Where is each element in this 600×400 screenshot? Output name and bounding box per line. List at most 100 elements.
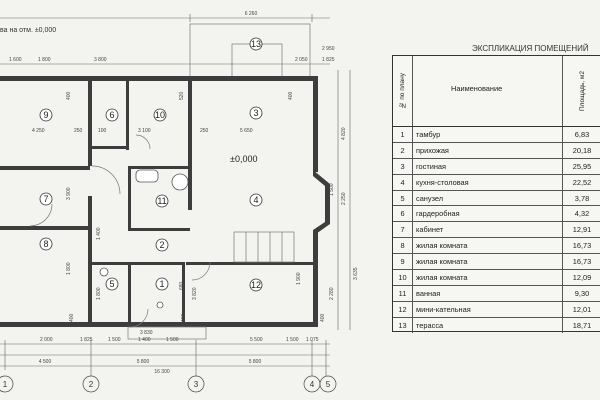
level-mark: ±0,000 xyxy=(230,154,257,164)
row-num: 11 xyxy=(393,285,413,301)
svg-text:3 820: 3 820 xyxy=(192,287,198,300)
svg-text:4: 4 xyxy=(310,380,315,389)
axis-2: 2 xyxy=(82,375,100,393)
header-area-cell: Площадь, м2 xyxy=(563,56,600,126)
svg-text:1 825: 1 825 xyxy=(322,57,335,63)
svg-text:2 250: 2 250 xyxy=(341,192,347,205)
row-area: 25,95 xyxy=(572,161,592,171)
stair-hatch xyxy=(233,231,295,263)
row-area: 16,73 xyxy=(572,241,592,251)
svg-text:1: 1 xyxy=(159,279,164,289)
row-name: кабинет xyxy=(413,222,563,238)
room-4-label: 4 xyxy=(249,193,263,207)
row-area: 12,01 xyxy=(572,304,592,314)
svg-text:11: 11 xyxy=(157,196,166,206)
svg-text:1 075: 1 075 xyxy=(306,337,319,343)
room-2-label: 2 xyxy=(155,238,169,252)
svg-text:4 250: 4 250 xyxy=(32,128,45,134)
row-area: 20,18 xyxy=(572,145,592,155)
row-name: гардеробная xyxy=(413,206,563,222)
row-num: 13 xyxy=(393,317,413,333)
svg-text:6 260: 6 260 xyxy=(245,11,258,17)
svg-text:4 500: 4 500 xyxy=(39,359,52,365)
svg-text:5 800: 5 800 xyxy=(249,359,262,365)
row-area: 6,83 xyxy=(574,129,590,139)
svg-text:2 950: 2 950 xyxy=(322,46,335,52)
svg-text:400: 400 xyxy=(288,91,294,100)
svg-text:1 600: 1 600 xyxy=(9,57,22,63)
row-num: 4 xyxy=(393,174,413,190)
svg-text:3 635: 3 635 xyxy=(353,267,359,280)
svg-text:3: 3 xyxy=(253,108,258,118)
axis-3: 3 xyxy=(187,375,205,393)
svg-text:4: 4 xyxy=(253,195,258,205)
bath-fixtures xyxy=(99,169,189,309)
interior-walls xyxy=(0,80,314,326)
svg-text:2 280: 2 280 xyxy=(329,287,335,300)
row-num: 5 xyxy=(393,190,413,206)
door-swings xyxy=(29,134,211,328)
terrace-outline xyxy=(189,23,311,79)
schedule-title: ЭКСПЛИКАЦИЯ ПОМЕЩЕНИЙ xyxy=(472,44,589,53)
svg-text:5: 5 xyxy=(109,279,114,289)
row-name: гостиная xyxy=(413,158,563,174)
row-name: жилая комната xyxy=(413,270,563,285)
row-area: 4,32 xyxy=(574,209,590,219)
row-name: терасса xyxy=(413,317,563,333)
svg-text:3: 3 xyxy=(194,380,199,389)
row-num: 2 xyxy=(393,142,413,158)
svg-text:250: 250 xyxy=(74,128,83,134)
svg-text:16 300: 16 300 xyxy=(154,369,170,375)
svg-text:1 500: 1 500 xyxy=(108,337,121,343)
room-12-label: 12 xyxy=(249,278,263,292)
row-num: 6 xyxy=(393,206,413,222)
svg-text:3 900: 3 900 xyxy=(66,187,72,200)
axis-markers: 1 2 3 4 5 xyxy=(0,375,337,393)
svg-text:5 650: 5 650 xyxy=(240,128,253,134)
row-area: 12,09 xyxy=(572,272,592,282)
svg-text:2 050: 2 050 xyxy=(295,57,308,63)
row-name: ванная xyxy=(413,285,563,301)
room-9-label: 9 xyxy=(39,108,53,122)
row-area: 16,73 xyxy=(572,257,592,267)
svg-text:13: 13 xyxy=(251,39,261,49)
svg-text:8: 8 xyxy=(43,239,48,249)
room-13-label: 13 xyxy=(249,37,263,51)
row-area: 12,91 xyxy=(572,225,592,235)
svg-text:3 800: 3 800 xyxy=(94,57,107,63)
svg-text:5 500: 5 500 xyxy=(250,337,263,343)
svg-text:1 500: 1 500 xyxy=(329,183,335,196)
svg-text:12: 12 xyxy=(251,280,261,290)
exterior-walls xyxy=(0,76,330,327)
svg-text:100: 100 xyxy=(98,128,107,134)
schedule-header-row: № по плану Наименование Площадь, м2 xyxy=(393,56,600,127)
svg-text:7: 7 xyxy=(43,194,48,204)
row-num: 12 xyxy=(393,301,413,317)
header-area: Площадь, м2 xyxy=(578,71,586,111)
svg-text:400: 400 xyxy=(69,313,75,322)
svg-text:1 900: 1 900 xyxy=(296,272,302,285)
svg-text:1 500: 1 500 xyxy=(286,337,299,343)
svg-text:1 400: 1 400 xyxy=(138,337,151,343)
row-name: жилая комната xyxy=(413,238,563,254)
room-8-label: 8 xyxy=(39,237,53,251)
svg-text:1 400: 1 400 xyxy=(96,227,102,240)
row-name: жилая комната xyxy=(413,254,563,270)
svg-text:1 800: 1 800 xyxy=(38,57,51,63)
svg-text:1 800: 1 800 xyxy=(66,262,72,275)
svg-text:5: 5 xyxy=(326,380,331,389)
row-name: мини-кательная xyxy=(413,301,563,317)
row-area: 22,52 xyxy=(572,177,592,187)
row-num: 7 xyxy=(393,222,413,238)
svg-text:1 800: 1 800 xyxy=(96,287,102,300)
svg-text:400: 400 xyxy=(181,313,187,322)
room-1-label: 1 xyxy=(155,277,169,291)
